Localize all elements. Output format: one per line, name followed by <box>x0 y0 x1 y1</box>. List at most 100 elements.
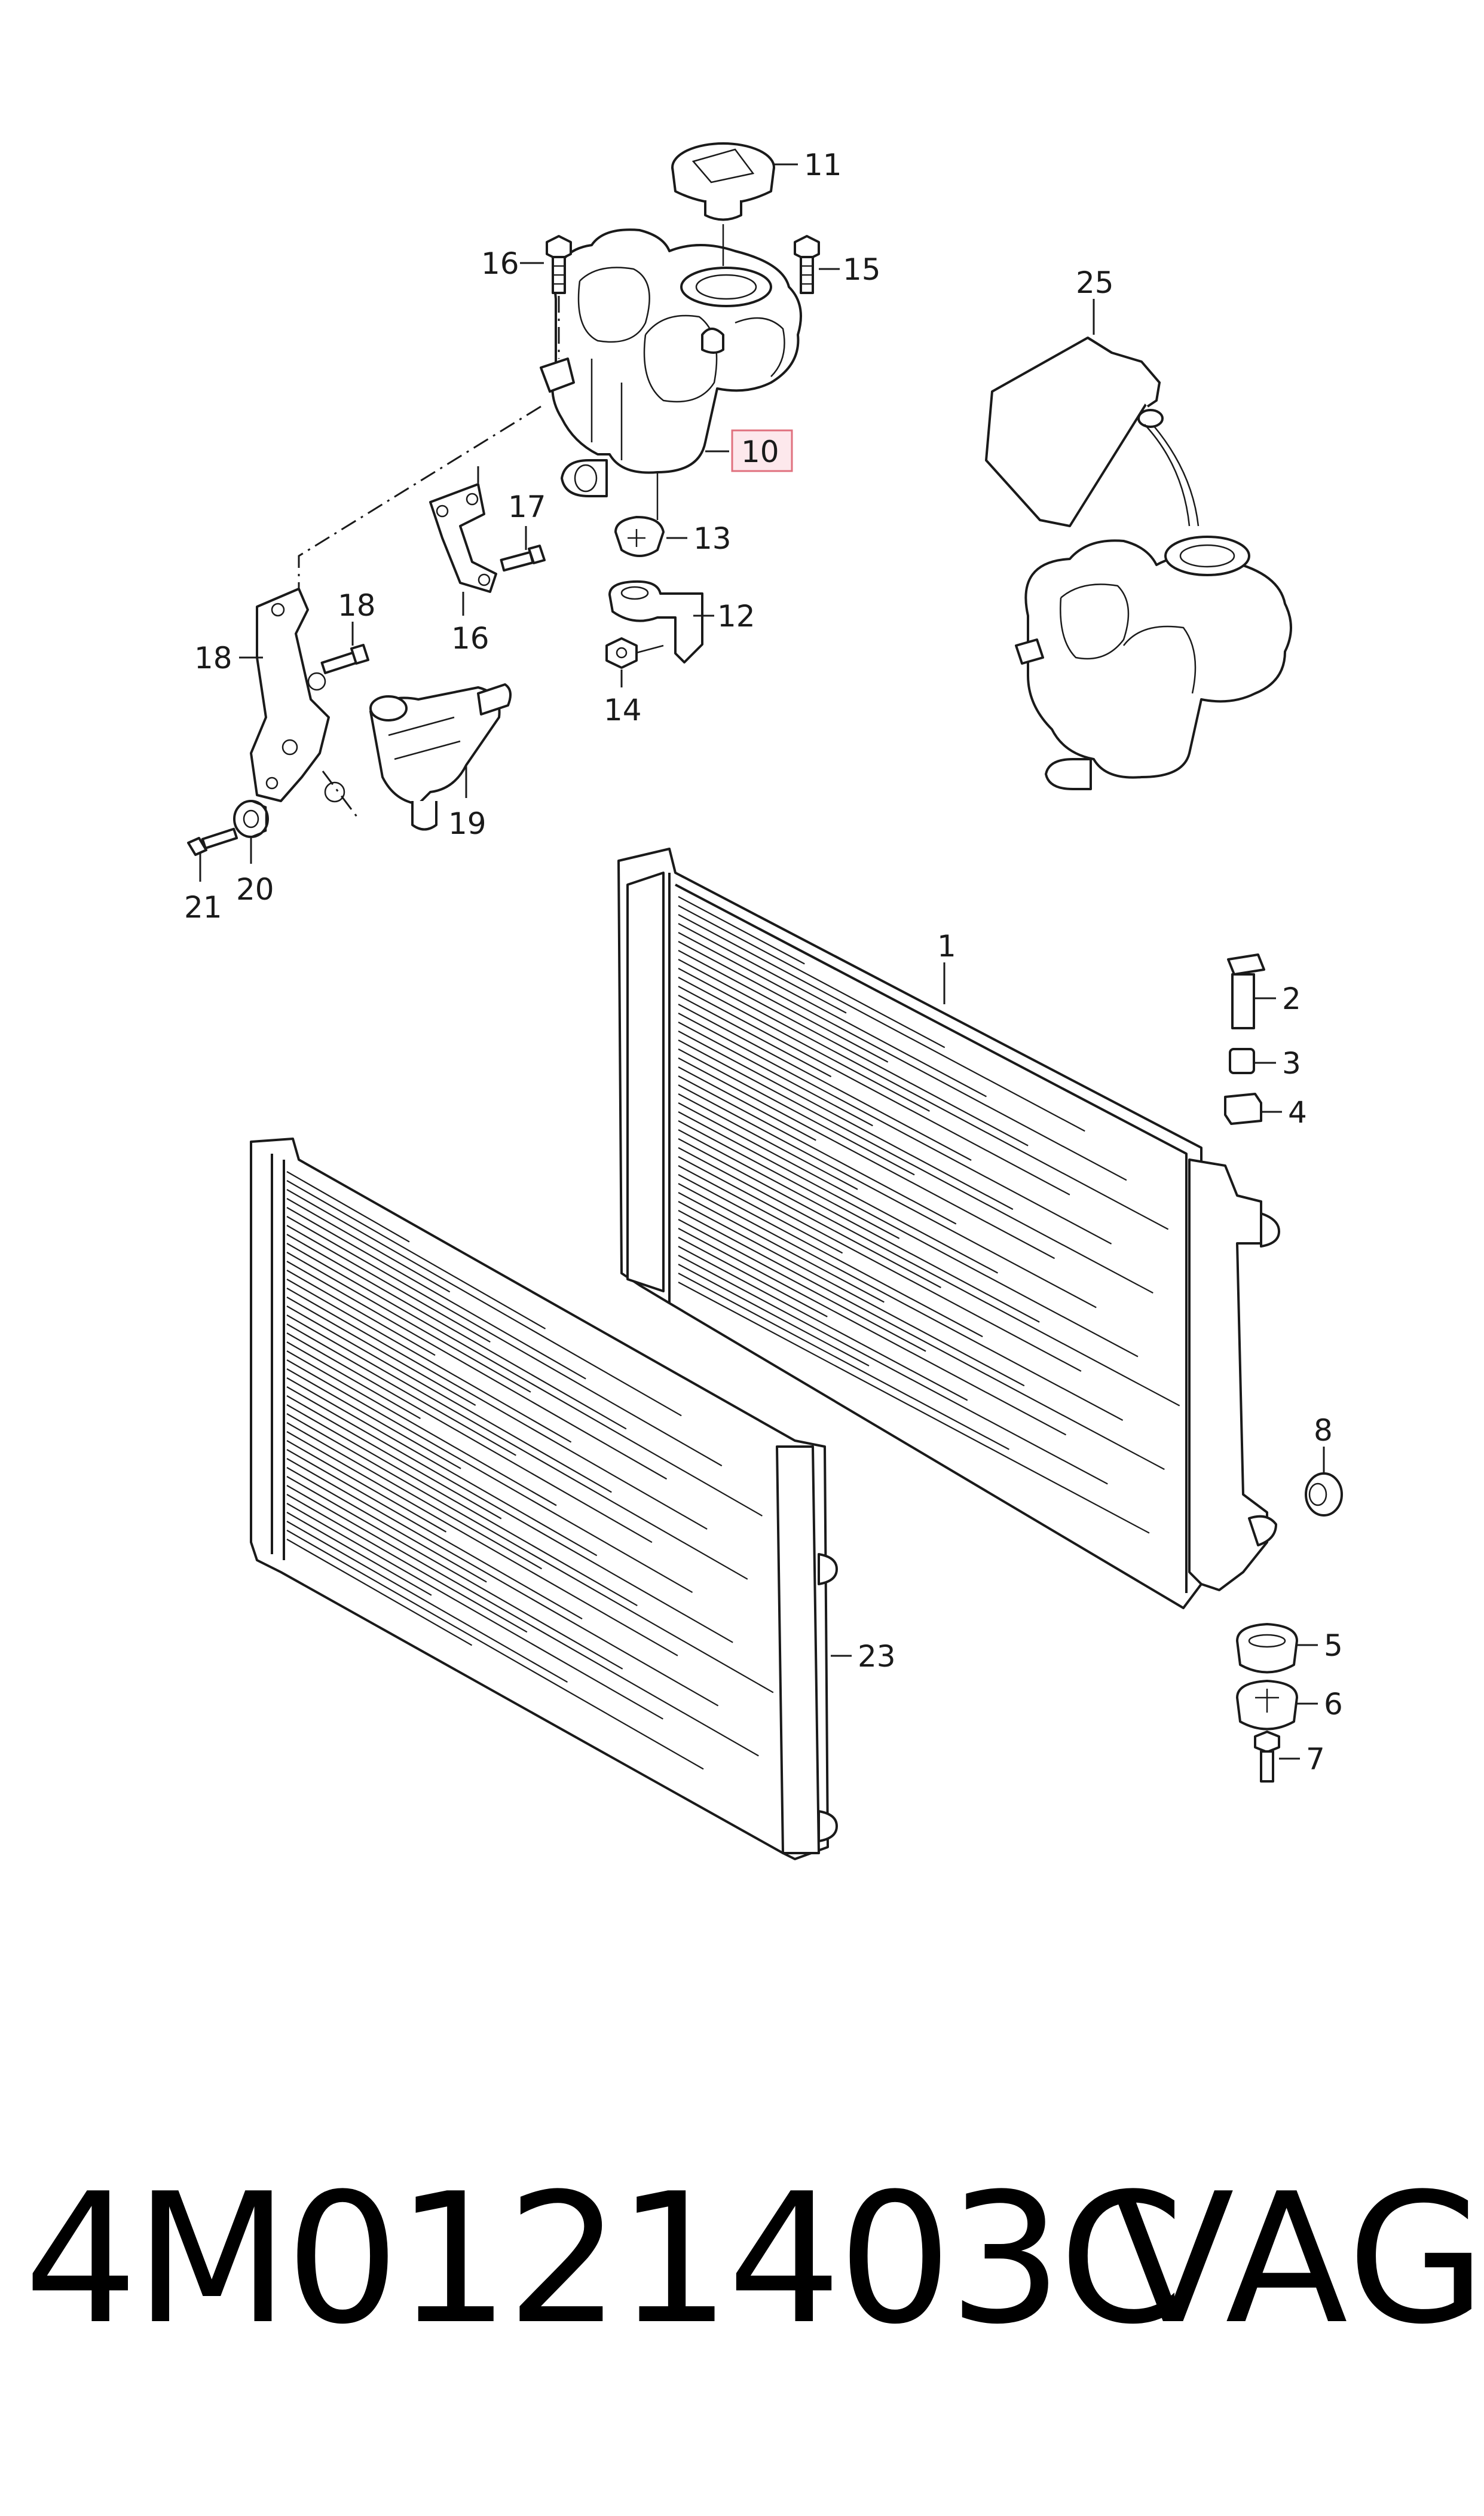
radiator-fin-line <box>286 1252 531 1393</box>
callout-13[interactable]: 13 <box>693 521 732 556</box>
radiator-fin-line <box>678 1066 816 1141</box>
radiator-fin-line <box>286 1503 663 1720</box>
radiator-fin-line <box>286 1512 432 1596</box>
callout-10[interactable]: 10 <box>741 435 779 469</box>
callout-14[interactable]: 14 <box>604 693 642 727</box>
radiator-fin-line <box>286 1485 759 1757</box>
radiator-fin-line <box>678 941 1127 1181</box>
radiator-fin-line <box>678 1111 1139 1358</box>
radiator-fin-line <box>678 1138 1180 1407</box>
radiator-fin-line <box>678 1120 900 1239</box>
radiator-fin-line <box>286 1171 410 1243</box>
radiator-fin-line <box>678 1165 843 1254</box>
radiator-fin-line <box>678 1273 1009 1450</box>
radiator-fin-line <box>678 1255 1108 1485</box>
radiator-fin-line <box>286 1422 542 1570</box>
radiator-fin-line <box>678 1237 828 1317</box>
seal-3-drawing <box>1229 1048 1255 1074</box>
bolt-7-drawing <box>1254 1731 1280 1783</box>
bolt-16-drawing <box>546 235 572 359</box>
callout-19[interactable]: 18 <box>194 641 232 675</box>
bolt-18-lower-drawing <box>307 644 369 691</box>
radiator-fin-line <box>678 986 1070 1196</box>
radiator-fin-line <box>678 1219 926 1352</box>
radiator-fin-line <box>286 1306 612 1493</box>
callout-4[interactable]: 4 <box>1288 1095 1307 1130</box>
radiator-fin-line <box>286 1386 733 1643</box>
callout-12[interactable]: 12 <box>717 599 755 634</box>
part-number: 4M0121403C <box>24 2155 1184 2364</box>
radiator-23-drawing <box>250 1138 838 1860</box>
callout-labels: 11 15 16 10 13 12 14 17 16 18 18 19 20 2… <box>184 148 1343 1777</box>
radiator-fin-line <box>678 959 1029 1147</box>
callout-16[interactable]: 16 <box>481 246 519 281</box>
radiator-fin-line <box>286 1332 653 1543</box>
radiator-fin-line <box>678 914 1085 1132</box>
radiator-fin-line <box>286 1404 638 1607</box>
callout-5[interactable]: 5 <box>1324 1628 1343 1663</box>
bolt-15-drawing <box>794 235 820 294</box>
radiator-fin-line <box>286 1180 546 1329</box>
bushing-6-drawing <box>1236 1680 1298 1731</box>
radiator-fin-line <box>678 1102 998 1274</box>
radiator-fin-line <box>678 1057 1055 1259</box>
radiator-fin-line <box>286 1467 487 1583</box>
callout-22[interactable]: 21 <box>184 890 222 925</box>
radiator-fin-line <box>286 1476 623 1670</box>
temp-sensor-2-drawing <box>1227 953 1265 1029</box>
radiator-fin-line <box>678 1228 1067 1436</box>
radiator-fin-line <box>286 1413 774 1693</box>
callout-3[interactable]: 3 <box>1282 1046 1301 1081</box>
radiator-fin-line <box>286 1216 723 1467</box>
callout-7[interactable]: 7 <box>1306 1742 1325 1777</box>
callout-18-lower[interactable]: 18 <box>338 588 376 623</box>
radiator-fin-line <box>286 1323 516 1456</box>
callout-8[interactable]: 8 <box>1314 1413 1333 1448</box>
radiator-fin-line <box>286 1494 528 1633</box>
radiator-fin-line <box>286 1261 668 1480</box>
radiator-1-drawing <box>617 848 1280 1609</box>
mount-8-drawing <box>1305 1472 1343 1517</box>
radiator-fin-line <box>286 1350 557 1506</box>
callout-23[interactable]: 23 <box>858 1639 896 1674</box>
callout-11[interactable]: 11 <box>804 148 842 182</box>
radiator-fin-line <box>286 1297 476 1406</box>
radiator-fin-line <box>678 1174 983 1338</box>
radiator-fin-line <box>678 977 930 1112</box>
bolt-18-upper-drawing <box>500 545 546 572</box>
callout-15[interactable]: 15 <box>843 252 881 287</box>
radiator-fin-line <box>678 1210 1165 1471</box>
radiator-fin-line <box>678 905 946 1048</box>
radiator-fin-line <box>678 1201 1025 1387</box>
rubber-mount-21-drawing <box>233 800 269 838</box>
radiator-fin-line <box>286 1234 627 1430</box>
radiator-fin-line <box>286 1189 682 1417</box>
radiator-fin-line <box>286 1225 491 1343</box>
radiator-fin-line <box>286 1198 451 1293</box>
radiator-fin-line <box>286 1314 748 1580</box>
kit-illustration-25 <box>985 337 1292 790</box>
bushing-5-drawing <box>1236 1623 1298 1674</box>
callout-1[interactable]: 1 <box>937 929 956 964</box>
callout-18-upper[interactable]: 17 <box>508 490 546 524</box>
highlight-box-part-10 <box>731 429 793 472</box>
radiator-fin-line <box>678 1075 957 1225</box>
radiator-fin-line <box>286 1359 693 1593</box>
bolt-22-drawing <box>187 827 238 856</box>
radiator-fin-line <box>286 1243 763 1517</box>
radiator-fin-line <box>678 1013 1112 1245</box>
radiator-fin-line <box>678 1031 1014 1210</box>
radiator-fin-line <box>678 1129 1040 1323</box>
callout-2[interactable]: 2 <box>1282 982 1301 1016</box>
radiator-fin-line <box>286 1521 568 1683</box>
callout-20[interactable]: 19 <box>448 806 486 841</box>
filler-cap-drawing <box>671 142 775 266</box>
callout-21[interactable]: 20 <box>236 872 274 907</box>
radiator-fin-line <box>286 1539 473 1646</box>
radiator-fin-line <box>286 1341 421 1420</box>
callout-25[interactable]: 25 <box>1076 265 1114 300</box>
callout-17[interactable]: 16 <box>451 621 489 656</box>
callout-6[interactable]: 6 <box>1324 1687 1343 1722</box>
radiator-fin-line <box>286 1207 586 1380</box>
